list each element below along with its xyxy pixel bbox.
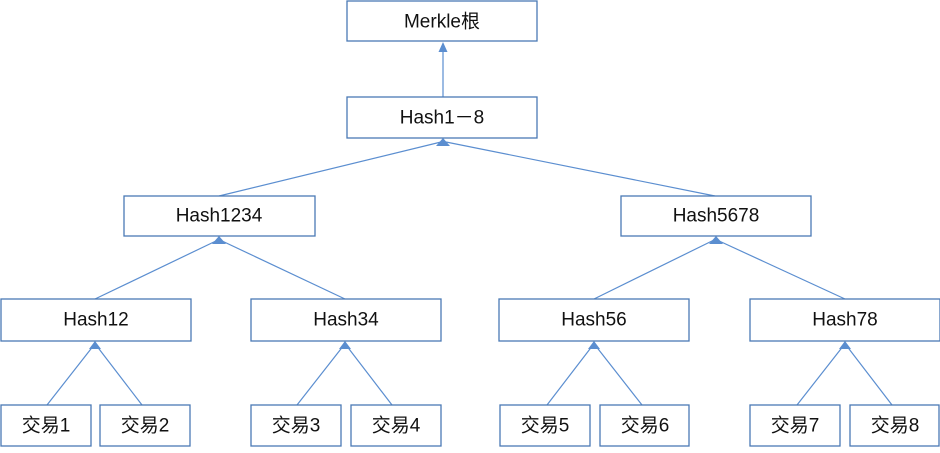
edge-leaf1-hash12 [46,344,95,406]
node-hash12: Hash12 [0,298,192,342]
node-label: Hash34 [313,310,379,331]
node-label: 交易4 [372,415,421,437]
leaf-tx2: 交易2 [99,404,191,447]
node-label: Hash5678 [673,206,760,227]
node-label: 交易8 [871,415,920,437]
edge-leaf4-hash34 [345,344,393,406]
node-box [599,404,690,447]
node-box [498,298,690,342]
edge-hash34-hash1234 [219,239,346,300]
arrowheads [89,42,851,349]
node-box [346,96,538,139]
leaf-tx3: 交易3 [250,404,342,447]
arrowhead-hash5678 [709,236,723,244]
node-hash78: Hash78 [749,298,940,342]
edge-hash56-hash5678 [593,239,715,300]
node-label: Hash1234 [176,206,263,227]
edge-hash5678-hash1to8 [445,141,716,197]
node-box [849,404,940,447]
edges [46,46,893,406]
edge-hash1234-hash1to8 [218,141,442,197]
edge-leaf6-hash56 [594,344,643,406]
node-label: Hash56 [561,310,627,331]
leaf-tx7: 交易7 [749,404,841,447]
node-label: 交易1 [22,415,71,437]
node-box [749,404,841,447]
node-box [0,404,92,447]
edge-hash78-hash5678 [716,239,846,300]
edge-leaf5-hash56 [546,344,594,406]
node-hash56: Hash56 [498,298,690,342]
node-box [749,298,940,342]
node-label: Hash1－8 [400,108,485,129]
leaf-tx4: 交易4 [350,404,442,447]
node-label: Hash12 [63,310,129,331]
leaf-tx1: 交易1 [0,404,92,447]
node-label: 交易7 [771,415,820,437]
node-box [123,195,316,237]
arrowhead-hash1to8 [436,138,450,146]
edge-leaf8-hash78 [845,344,893,406]
node-box [499,404,591,447]
leaf-tx8: 交易8 [849,404,940,447]
arrowhead-hash1234 [212,236,226,244]
edge-hash12-hash1234 [94,239,219,300]
node-box [250,298,442,342]
arrowhead-hash12 [89,341,101,349]
leaf-tx5: 交易5 [499,404,591,447]
node-label: 交易2 [121,415,170,437]
edge-leaf2-hash12 [95,344,143,406]
node-label: 交易5 [521,415,570,437]
node-box [99,404,191,447]
arrowhead-hash34 [339,341,351,349]
node-box [350,404,442,447]
node-hash5678: Hash5678 [620,195,812,237]
node-label: Hash78 [812,310,878,331]
node-hash1-8: Hash1－8 [346,96,538,139]
node-label: 交易6 [621,415,670,437]
node-hash1234: Hash1234 [123,195,316,237]
node-box [250,404,342,447]
node-label: 交易3 [272,415,321,437]
arrowhead-hash78 [839,341,851,349]
edge-leaf7-hash78 [796,344,845,406]
node-hash34: Hash34 [250,298,442,342]
edge-leaf3-hash34 [296,344,345,406]
node-box [620,195,812,237]
node-box [346,0,538,42]
leaf-tx6: 交易6 [599,404,690,447]
arrowhead-root [438,42,448,52]
node-merkle-root: Merkle根 [346,0,538,42]
node-label: Merkle根 [404,11,480,33]
arrowhead-hash56 [588,341,600,349]
node-box [0,298,192,342]
